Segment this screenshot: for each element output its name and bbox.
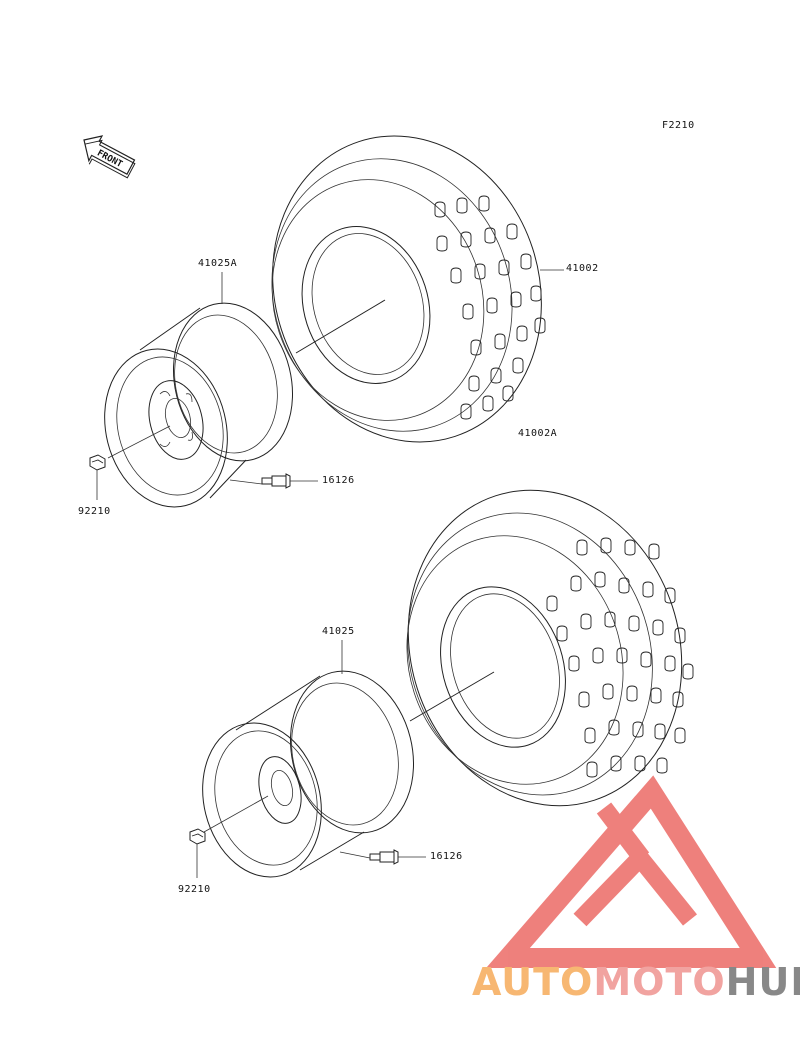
- watermark-auto: AUTO: [472, 960, 594, 1004]
- label-lower-wheel: 41025: [322, 626, 355, 637]
- watermark-moto: MOTO: [593, 960, 726, 1004]
- label-lower-nut: 92210: [178, 884, 211, 895]
- upper-tire: [271, 135, 546, 443]
- lower-valve-icon: [369, 849, 399, 865]
- lower-tire: [406, 489, 694, 807]
- front-arrow-icon: FRONT: [83, 135, 136, 179]
- lower-wheel: [202, 670, 415, 878]
- label-upper-tire: 41002: [566, 263, 599, 274]
- upper-valve-icon: [261, 473, 291, 489]
- lower-tread: [546, 537, 694, 778]
- label-upper-wheel: 41025A: [198, 258, 238, 269]
- watermark-logo-icon: [486, 775, 777, 968]
- label-lower-valve: 16126: [430, 851, 463, 862]
- lower-nut-icon: [189, 828, 206, 845]
- upper-tread: [434, 195, 546, 420]
- diagram-code: F2210: [662, 120, 695, 131]
- watermark-hub: HUB: [725, 960, 800, 1004]
- label-upper-valve: 16126: [322, 475, 355, 486]
- watermark-text: AUTOMOTOHUB: [472, 960, 800, 1004]
- label-upper-nut: 92210: [78, 506, 111, 517]
- label-upper-tire-alt: 41002A: [518, 428, 558, 439]
- upper-nut-icon: [89, 454, 106, 471]
- upper-wheel: [104, 302, 294, 508]
